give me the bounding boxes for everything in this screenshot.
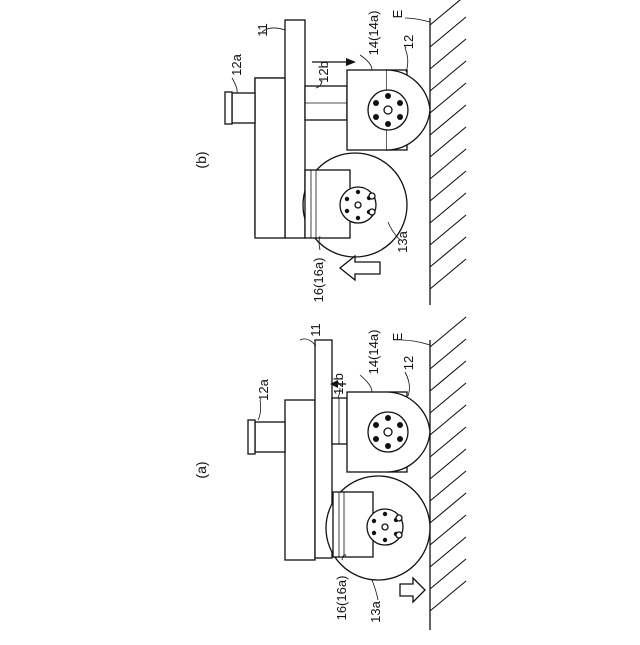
figure-b: (b) 11 12a 12b 14(14a) 12 E 13a 16(16a) <box>193 0 466 305</box>
housing-a <box>285 400 315 560</box>
hub-center-b <box>384 106 392 114</box>
label-ground-a: E <box>390 332 405 341</box>
label-cutter-a: 14(14a) <box>366 330 381 375</box>
bar-head-a <box>248 420 255 454</box>
label-guide-a: 16(16a) <box>334 576 349 621</box>
wheel-hub-center-a <box>382 524 388 530</box>
label-bar-head-a: 12a <box>256 378 271 400</box>
bar-shaft-a <box>255 422 285 452</box>
label-bar-stem-a: 12b <box>331 373 346 395</box>
label-frame-a: 11 <box>308 323 323 337</box>
hub-center-a <box>384 428 392 436</box>
label-disc-a: 12 <box>401 356 416 370</box>
housing-b <box>255 78 285 238</box>
label-bar-head-b: 12a <box>229 53 244 75</box>
label-rear-wheel-b: 13a <box>395 230 410 252</box>
ground-hatching-b <box>430 0 466 289</box>
caption-b: (b) <box>193 151 209 168</box>
bar-stem-a <box>332 398 347 444</box>
travel-arrow-a <box>400 578 425 602</box>
bar-shaft-b <box>232 93 255 123</box>
label-guide-b: 16(16a) <box>311 258 326 303</box>
label-disc-b: 12 <box>401 35 416 49</box>
label-bar-stem-b: 12b <box>316 61 331 83</box>
label-ground-b: E <box>390 9 405 18</box>
frame-plate-b <box>285 20 305 238</box>
travel-arrow-b <box>340 256 380 280</box>
label-cutter-b: 14(14a) <box>366 11 381 56</box>
bar-head-b <box>225 92 232 124</box>
figure-a: (a) 11 12a 12b 14(14a) 12 E 13a 16(16a) <box>193 317 466 630</box>
label-frame-b: 11 <box>255 23 270 37</box>
wheel-hub-center-b <box>355 202 361 208</box>
ground-hatching-a <box>430 317 466 611</box>
caption-a: (a) <box>193 461 209 478</box>
label-rear-wheel-a: 13a <box>368 600 383 622</box>
